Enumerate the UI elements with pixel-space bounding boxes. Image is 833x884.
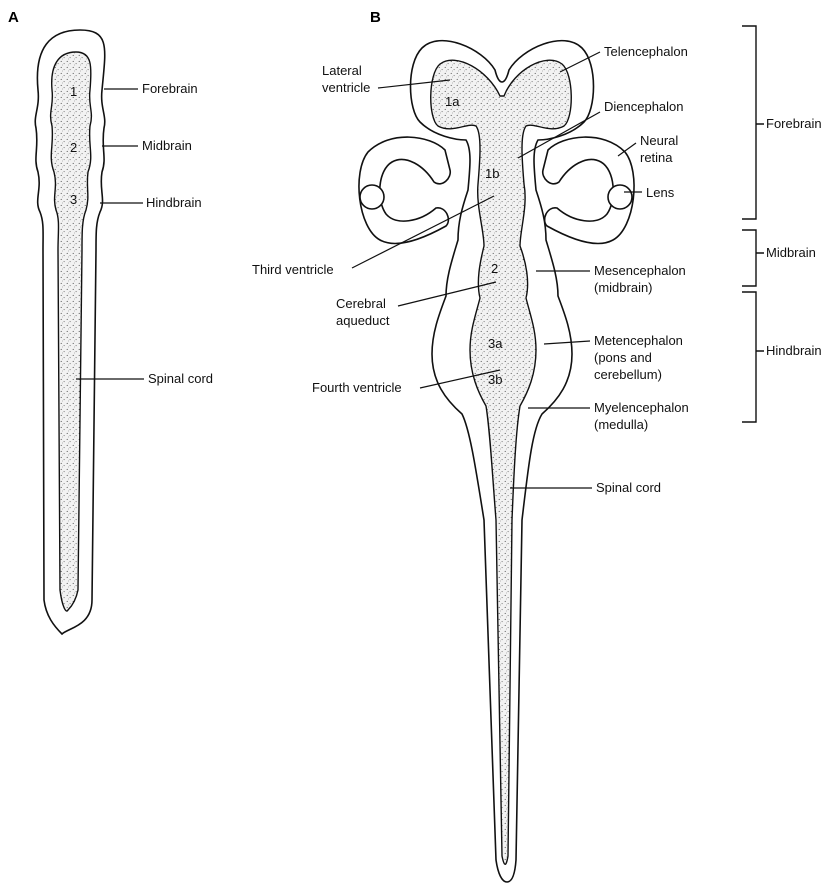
panel-b-label-metencephalon-line2: (pons and	[594, 350, 652, 365]
panel-b-label-neural-retina-line2: retina	[640, 150, 673, 165]
brace-forebrain	[742, 26, 764, 219]
panel-b-label-lateral-ventricle-line2: ventricle	[322, 80, 370, 95]
brace-hindbrain	[742, 292, 764, 422]
panel-a-label-forebrain: Forebrain	[142, 81, 198, 96]
panel-b-left-lens	[360, 185, 384, 209]
panel-b-label-fourth-ventricle: Fourth ventricle	[312, 380, 402, 395]
panel-b-number-2: 2	[491, 261, 498, 276]
panel-b-label-third-ventricle: Third ventricle	[252, 262, 334, 277]
brace-midbrain	[742, 230, 764, 286]
panel-b-label-lens: Lens	[646, 185, 675, 200]
panel-a-number-1: 1	[70, 84, 77, 99]
panel-a-label-midbrain: Midbrain	[142, 138, 192, 153]
panel-b-number-1b: 1b	[485, 166, 499, 181]
panel-b-label-spinal-cord: Spinal cord	[596, 480, 661, 495]
panel-b-label-lateral-ventricle-line1: Lateral	[322, 63, 362, 78]
panel-b-label-neural-retina-line1: Neural	[640, 133, 678, 148]
panel-a-neural-tube	[35, 30, 105, 634]
panel-b-right-lens	[608, 185, 632, 209]
panel-a-number-3: 3	[70, 192, 77, 207]
panel-a-number-2: 2	[70, 140, 77, 155]
panel-b-label-cerebral-aqueduct-line2: aqueduct	[336, 313, 390, 328]
panel-b-label-metencephalon-line3: cerebellum)	[594, 367, 662, 382]
panel-a-label-hindbrain: Hindbrain	[146, 195, 202, 210]
panel-b-label-myelencephalon-line2: (medulla)	[594, 417, 648, 432]
panel-b-label-mesencephalon-line2: (midbrain)	[594, 280, 653, 295]
brace-label-forebrain: Forebrain	[766, 116, 822, 131]
panel-b-label-myelencephalon-line1: Myelencephalon	[594, 400, 689, 415]
panel-b-label-metencephalon-line1: Metencephalon	[594, 333, 683, 348]
panel-b-label-cerebral-aqueduct-line1: Cerebral	[336, 296, 386, 311]
panel-b-number-1a: 1a	[445, 94, 460, 109]
panel-b-label-telencephalon: Telencephalon	[604, 44, 688, 59]
brace-label-midbrain: Midbrain	[766, 245, 816, 260]
panel-b-label: B	[370, 9, 381, 26]
panel-b-label-mesencephalon-line1: Mesencephalon	[594, 263, 686, 278]
brace-label-hindbrain: Hindbrain	[766, 343, 822, 358]
panel-a-label-spinal-cord: Spinal cord	[148, 371, 213, 386]
panel-a-label: A	[8, 9, 19, 26]
panel-b-number-3a: 3a	[488, 336, 503, 351]
panel-b-number-3b: 3b	[488, 372, 502, 387]
panel-b-label-diencephalon: Diencephalon	[604, 99, 684, 114]
